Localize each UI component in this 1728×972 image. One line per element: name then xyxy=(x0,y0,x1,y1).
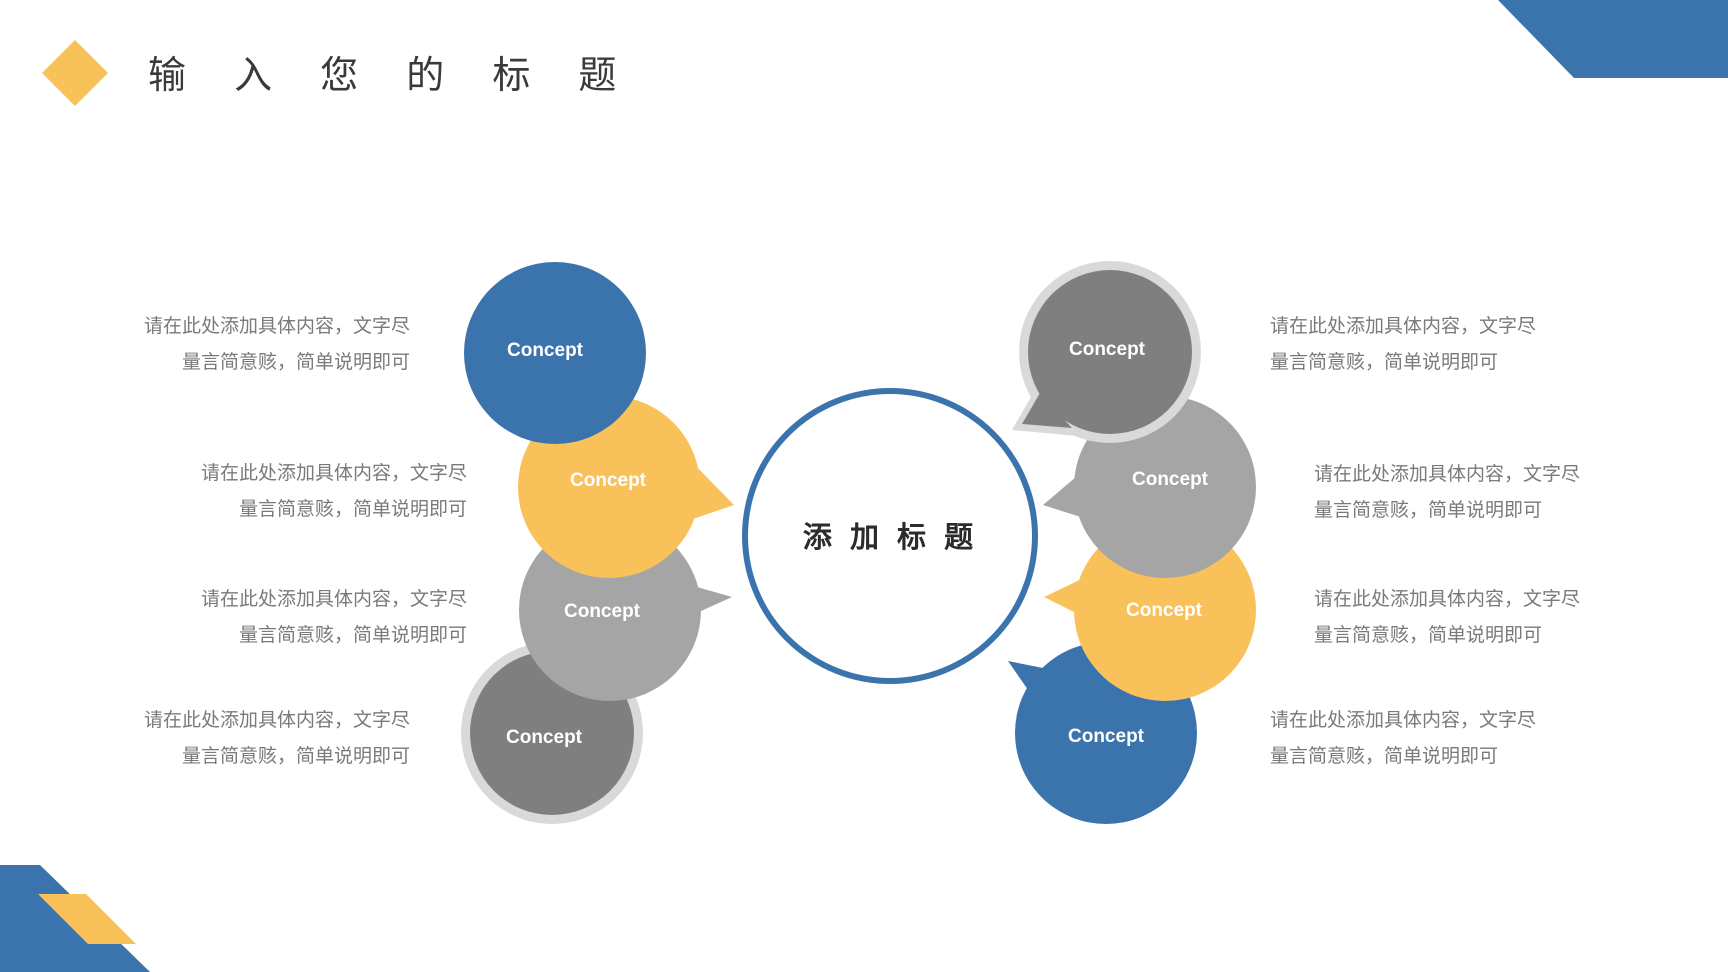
right-desc-4-line1: 请在此处添加具体内容，文字尽 xyxy=(1270,709,1537,731)
right-desc-1-line1: 请在此处添加具体内容，文字尽 xyxy=(1270,315,1537,337)
left-bubble-1: Concept xyxy=(464,262,646,444)
right-bubble-2-label: Concept xyxy=(1132,469,1209,490)
right-bubble-3-label: Concept xyxy=(1126,600,1203,621)
left-desc-1-line2: 量言简意赅，简单说明即可 xyxy=(181,351,410,373)
left-desc-3-line1: 请在此处添加具体内容，文字尽 xyxy=(200,588,467,610)
left-desc-4-line1: 请在此处添加具体内容，文字尽 xyxy=(143,709,410,731)
bottom-left-yellow-shape xyxy=(38,894,136,944)
center-label: 添 加 标 题 xyxy=(803,520,977,554)
right-desc-4-line2: 量言简意赅，简单说明即可 xyxy=(1270,745,1499,767)
left-desc-3: 请在此处添加具体内容，文字尽 量言简意赅，简单说明即可 xyxy=(167,581,467,653)
left-desc-2-line2: 量言简意赅，简单说明即可 xyxy=(238,498,467,520)
left-bubble-4-label: Concept xyxy=(506,727,583,748)
diamond-logo-icon xyxy=(42,40,108,106)
right-desc-3-line1: 请在此处添加具体内容，文字尽 xyxy=(1314,588,1581,610)
left-bubble-1-label: Concept xyxy=(507,340,584,361)
right-desc-1: 请在此处添加具体内容，文字尽 量言简意赅，简单说明即可 xyxy=(1270,308,1570,380)
right-desc-1-line2: 量言简意赅，简单说明即可 xyxy=(1270,351,1499,373)
right-bubble-4-label: Concept xyxy=(1068,726,1145,747)
left-desc-1: 请在此处添加具体内容，文字尽 量言简意赅，简单说明即可 xyxy=(110,308,410,380)
center-circle: 添 加 标 题 xyxy=(742,388,1038,684)
left-desc-3-line2: 量言简意赅，简单说明即可 xyxy=(238,624,467,646)
right-desc-2-line1: 请在此处添加具体内容，文字尽 xyxy=(1314,463,1581,485)
left-bubble-3-label: Concept xyxy=(564,601,641,622)
left-desc-2: 请在此处添加具体内容，文字尽 量言简意赅，简单说明即可 xyxy=(167,455,467,527)
top-right-corner-shape xyxy=(1498,0,1728,78)
right-desc-3: 请在此处添加具体内容，文字尽 量言简意赅，简单说明即可 xyxy=(1314,581,1614,653)
right-bubble-1: Concept xyxy=(1012,261,1201,443)
right-bubble-1-label: Concept xyxy=(1069,339,1146,360)
left-desc-2-line1: 请在此处添加具体内容，文字尽 xyxy=(200,462,467,484)
right-desc-2: 请在此处添加具体内容，文字尽 量言简意赅，简单说明即可 xyxy=(1314,456,1614,528)
right-desc-3-line2: 量言简意赅，简单说明即可 xyxy=(1314,624,1543,646)
left-bubble-2-label: Concept xyxy=(570,470,647,491)
left-desc-4-line2: 量言简意赅，简单说明即可 xyxy=(181,745,410,767)
left-desc-1-line1: 请在此处添加具体内容，文字尽 xyxy=(143,315,410,337)
slide-title: 输 入 您 的 标 题 xyxy=(148,53,635,97)
left-desc-4: 请在此处添加具体内容，文字尽 量言简意赅，简单说明即可 xyxy=(110,702,410,774)
right-desc-4: 请在此处添加具体内容，文字尽 量言简意赅，简单说明即可 xyxy=(1270,702,1570,774)
right-desc-2-line2: 量言简意赅，简单说明即可 xyxy=(1314,499,1543,521)
